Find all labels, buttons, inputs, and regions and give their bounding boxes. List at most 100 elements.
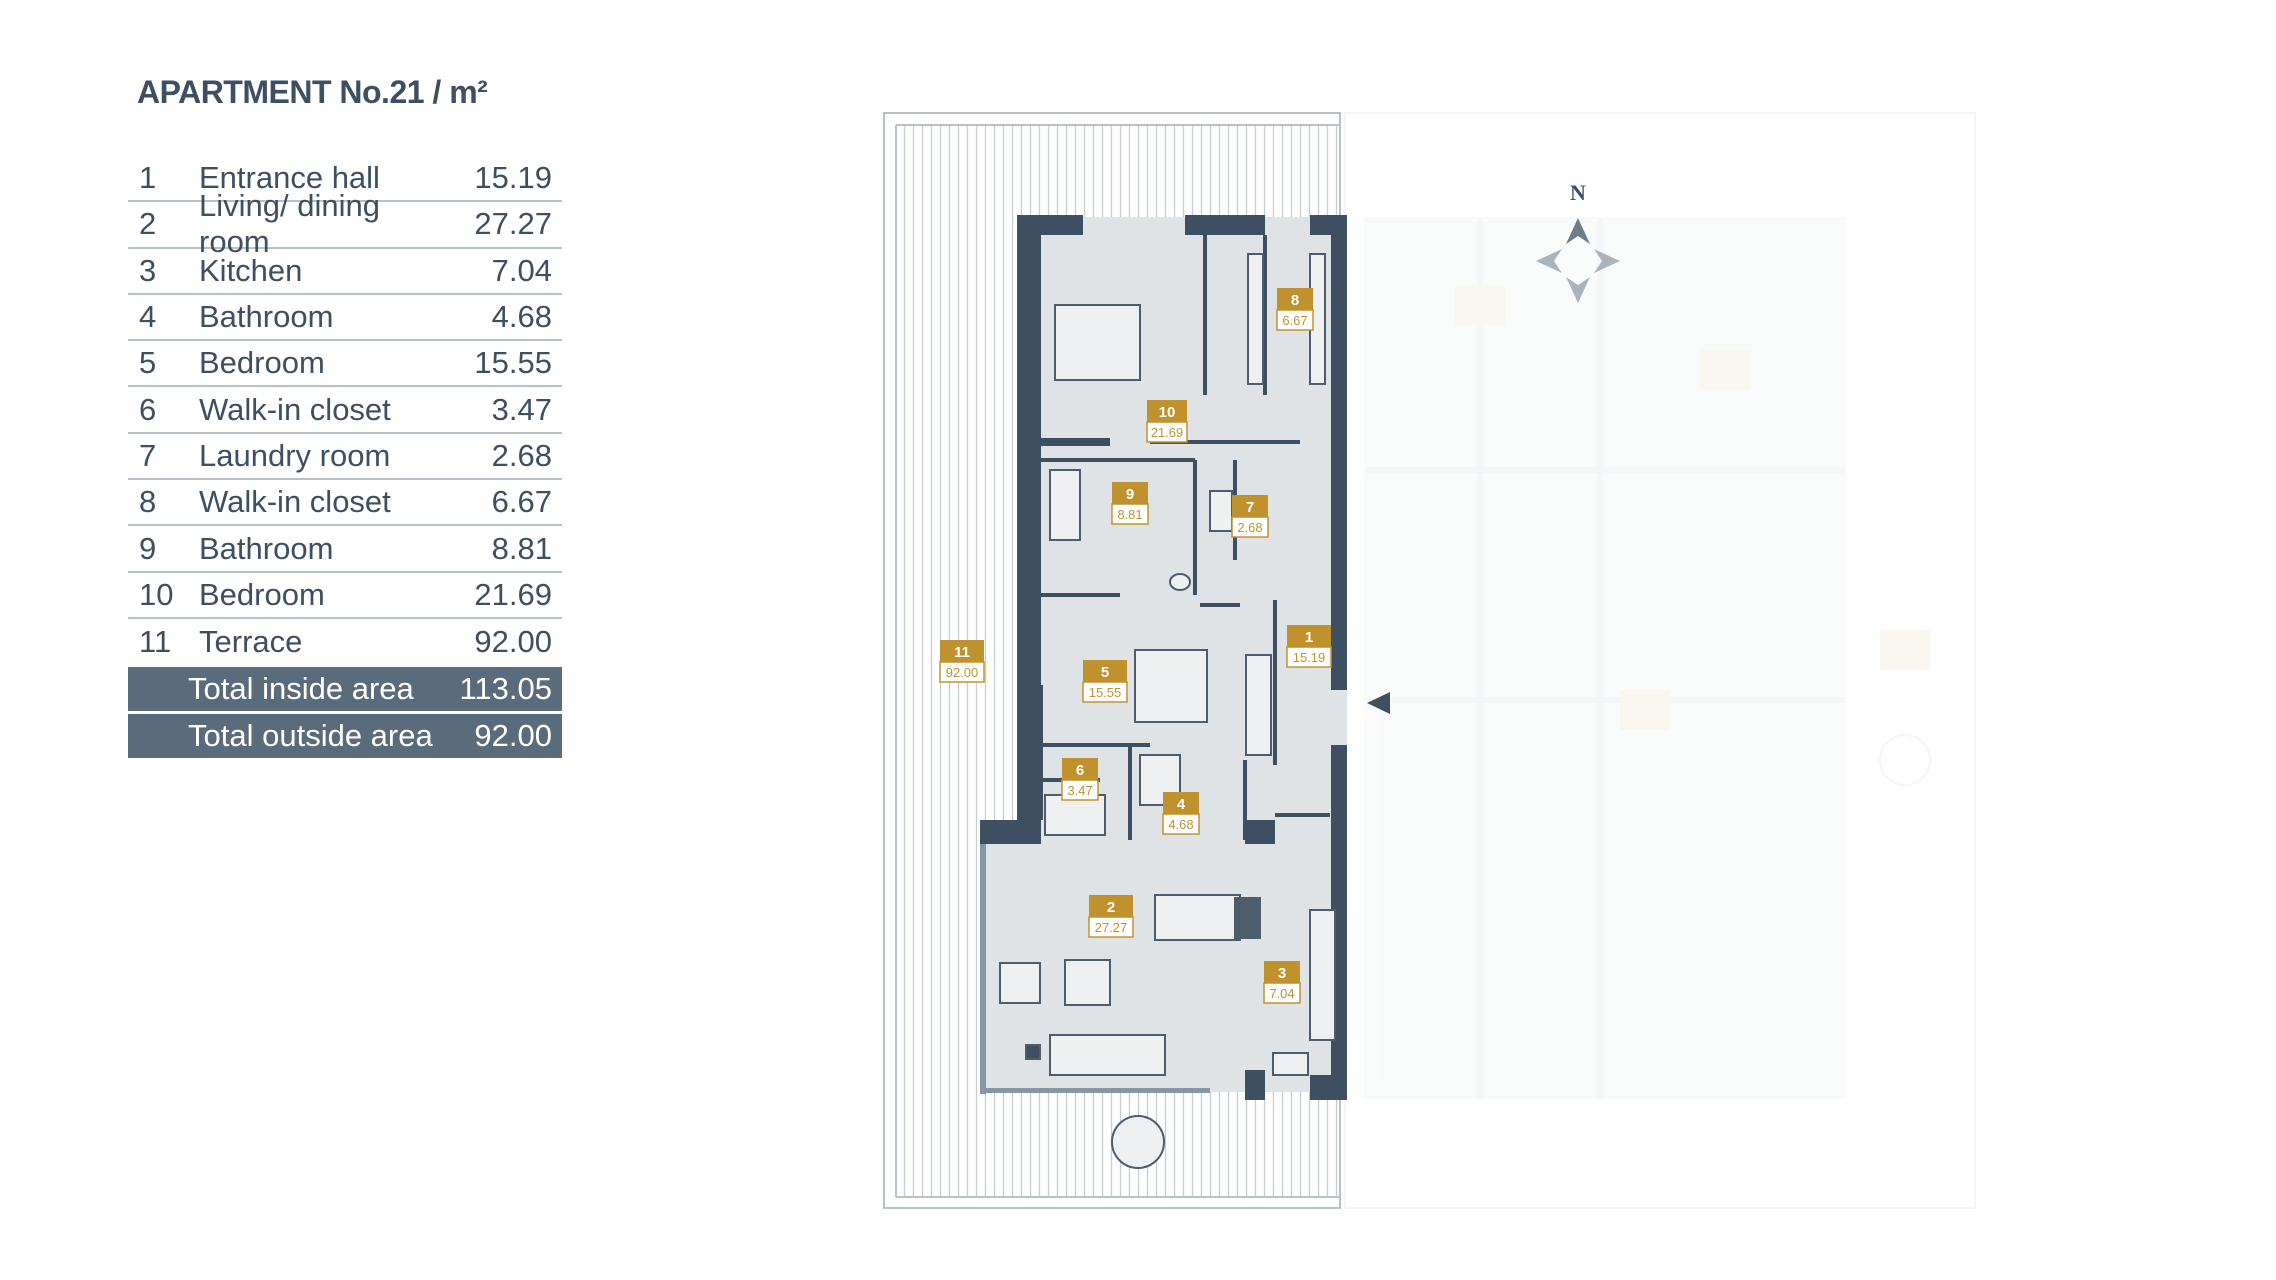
svg-text:1: 1 [1305,629,1313,646]
sink-icon [1272,1052,1309,1076]
plan-label-4: 4 4.68 [1162,792,1200,835]
room-number: 7 [139,437,157,473]
dining-table-icon [1154,894,1241,941]
stove-icon [1234,897,1261,939]
room-area: 2.68 [491,437,552,473]
compass-icon: N [1536,180,1620,303]
room-number: 11 [139,624,172,660]
neighbor-plan-faded [1344,112,1976,1209]
svg-text:2.68: 2.68 [1237,520,1262,535]
svg-text:3.47: 3.47 [1067,783,1092,798]
room-area-table: 1 Entrance hall 15.19 2 Living/ dining room… [128,156,562,761]
plant-icon [1025,1044,1041,1060]
room-number: 10 [139,576,174,612]
room-number: 6 [139,391,157,427]
bed-icon [1134,649,1208,723]
room-name: Living/ dining room [199,188,380,260]
entrance-arrow-icon [1367,692,1390,714]
plan-label-5: 5 15.55 [1082,660,1128,703]
plan-label-11: 11 92.00 [939,640,985,683]
room-number: 1 [139,160,157,196]
page-title: APARTMENT No.21 / m² [137,74,488,110]
plan-label-6: 6 3.47 [1061,758,1099,801]
total-inside-value: 113.05 [459,671,552,707]
plan-label-7: 7 2.68 [1231,495,1269,538]
table-row: 9 Bathroom 8.81 [128,526,562,573]
plan-label-8: 8 6.67 [1276,288,1314,331]
outer-walls [980,215,1347,1100]
svg-text:7: 7 [1246,499,1254,516]
wardrobe-icon [1245,654,1272,756]
total-inside-row: Total inside area 113.05 [128,667,562,712]
room-area: 15.19 [474,160,552,196]
plan-label-9: 9 8.81 [1111,482,1149,525]
bathtub-icon [1049,469,1081,541]
kitchen-counter-icon [1309,909,1336,1041]
svg-text:27.27: 27.27 [1095,920,1128,935]
total-inside-label: Total inside area [188,671,414,707]
room-area: 15.55 [474,345,552,381]
svg-text:4.68: 4.68 [1168,817,1193,832]
room-name: Laundry room [199,437,391,473]
room-name: Bathroom [199,299,334,335]
svg-text:6.67: 6.67 [1282,313,1307,328]
svg-text:8.81: 8.81 [1117,507,1142,522]
wardrobe-icon [1247,253,1264,385]
room-name: Kitchen [199,252,303,288]
shower-icon [1139,754,1181,806]
room-area: 4.68 [491,299,552,335]
svg-text:15.19: 15.19 [1293,650,1326,665]
room-number: 2 [139,206,157,242]
total-outside-label: Total outside area [188,718,433,754]
room-name: Entrance hall [199,160,380,196]
svg-text:8: 8 [1291,292,1299,309]
table-row: 6 Walk-in closet 3.47 [128,387,562,434]
coffee-table-icon [1064,959,1111,1006]
room-number: 9 [139,530,157,566]
svg-text:11: 11 [954,644,970,661]
svg-text:3: 3 [1278,965,1286,982]
room-area: 8.81 [491,530,552,566]
svg-text:9: 9 [1126,486,1134,503]
svg-text:21.69: 21.69 [1151,425,1184,440]
room-number: 4 [139,299,157,335]
svg-text:15.55: 15.55 [1089,685,1122,700]
svg-text:6: 6 [1076,762,1084,779]
table-row: 7 Laundry room 2.68 [128,434,562,481]
total-outside-value: 92.00 [474,718,552,754]
room-name: Bathroom [199,530,334,566]
svg-text:4: 4 [1177,796,1186,813]
room-area: 3.47 [491,391,552,427]
compass-north-label: N [1570,180,1586,205]
plan-label-10: 10 21.69 [1146,400,1188,443]
room-area: 21.69 [474,576,552,612]
svg-text:7.04: 7.04 [1269,986,1294,1001]
total-outside-row: Total outside area 92.00 [128,714,562,759]
table-row: 4 Bathroom 4.68 [128,295,562,342]
room-number: 3 [139,252,157,288]
room-number: 5 [139,345,157,381]
svg-text:2: 2 [1107,899,1115,916]
room-area: 27.27 [474,206,552,242]
table-row: 11 Terrace 92.00 [128,619,562,665]
furniture [999,253,1336,1169]
plan-label-3: 3 7.04 [1263,961,1301,1004]
room-name: Walk-in closet [199,391,391,427]
room-area: 92.00 [474,624,552,660]
room-name: Terrace [199,624,303,660]
sofa-icon [1049,1034,1166,1076]
svg-text:5: 5 [1101,664,1109,681]
toilet-icon [1169,573,1191,591]
room-number: 8 [139,484,157,520]
terrace-table-icon [1111,1115,1165,1169]
room-name: Walk-in closet [199,484,391,520]
svg-text:92.00: 92.00 [946,665,979,680]
plan-label-1: 1 15.19 [1286,625,1332,668]
table-row: 1 Entrance hall 15.19 [128,156,562,203]
washer-icon [1209,490,1233,532]
